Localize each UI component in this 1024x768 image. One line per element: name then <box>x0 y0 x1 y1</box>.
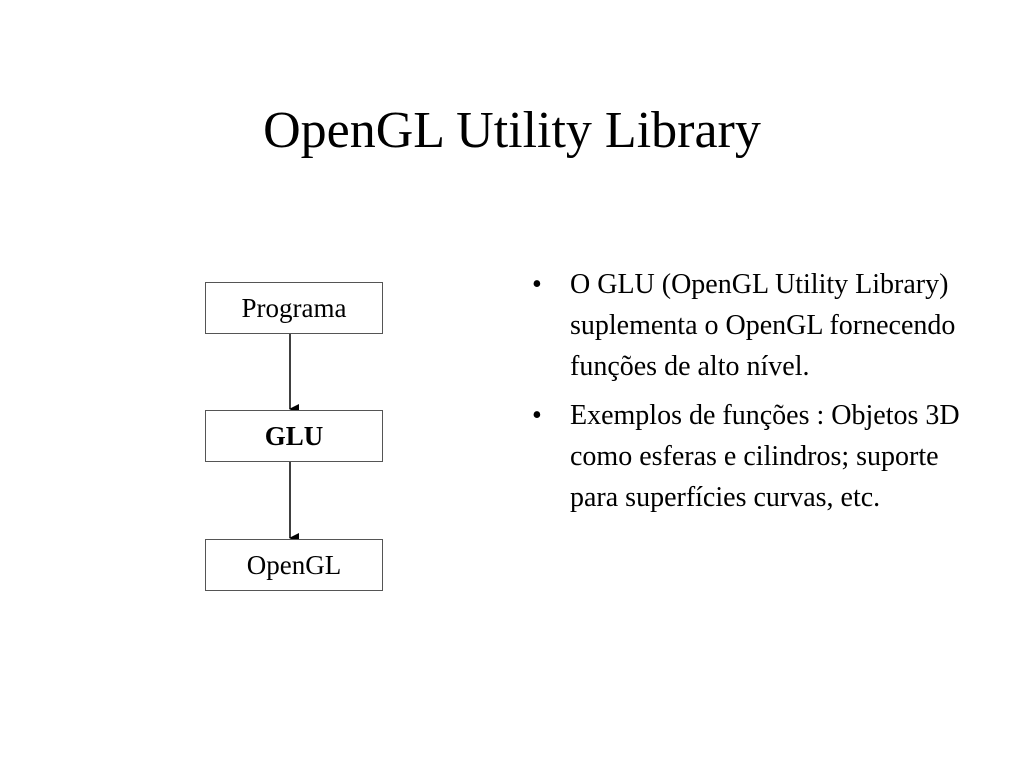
bullet-marker: • <box>532 269 542 300</box>
diagram-box-label: Programa <box>241 292 347 323</box>
bullet-marker: • <box>532 400 542 431</box>
bullet-item: • O GLU (OpenGL Utility Library) supleme… <box>530 264 960 387</box>
bullet-text: Exemplos de funções : Objetos 3D como es… <box>570 400 960 513</box>
diagram-box-label: GLU <box>264 420 324 451</box>
slide-title: OpenGL Utility Library <box>263 102 761 159</box>
diagram-box-label: OpenGL <box>246 549 342 580</box>
diagram-box-opengl: OpenGL <box>205 539 383 591</box>
bullet-list: • O GLU (OpenGL Utility Library) supleme… <box>530 264 960 526</box>
diagram-box-glu: GLU <box>205 410 383 462</box>
bullet-item: • Exemplos de funções : Objetos 3D como … <box>530 395 960 518</box>
diagram-box-programa: Programa <box>205 282 383 334</box>
bullet-text: O GLU (OpenGL Utility Library) suplement… <box>570 269 956 382</box>
